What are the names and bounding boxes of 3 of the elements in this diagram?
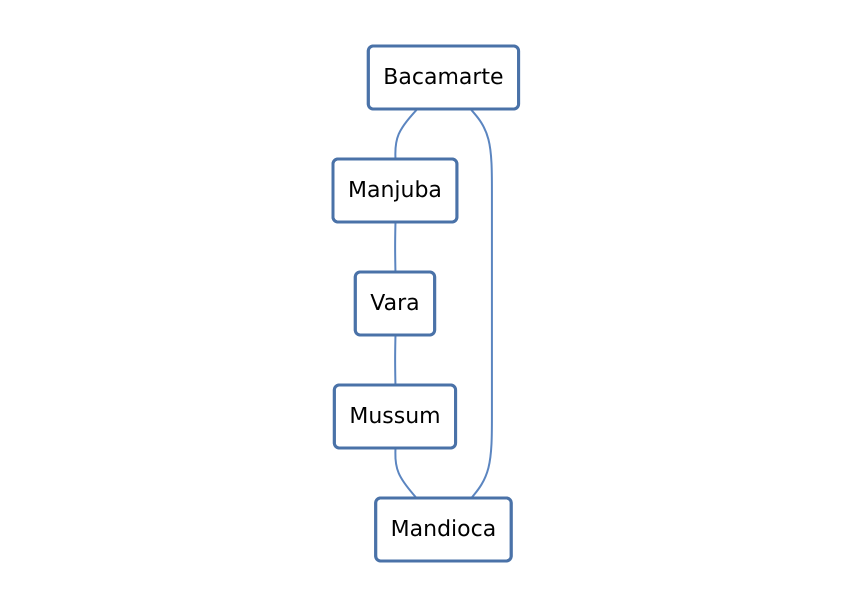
connector xyxy=(394,222,397,273)
connector xyxy=(394,108,418,160)
connector xyxy=(394,335,397,386)
